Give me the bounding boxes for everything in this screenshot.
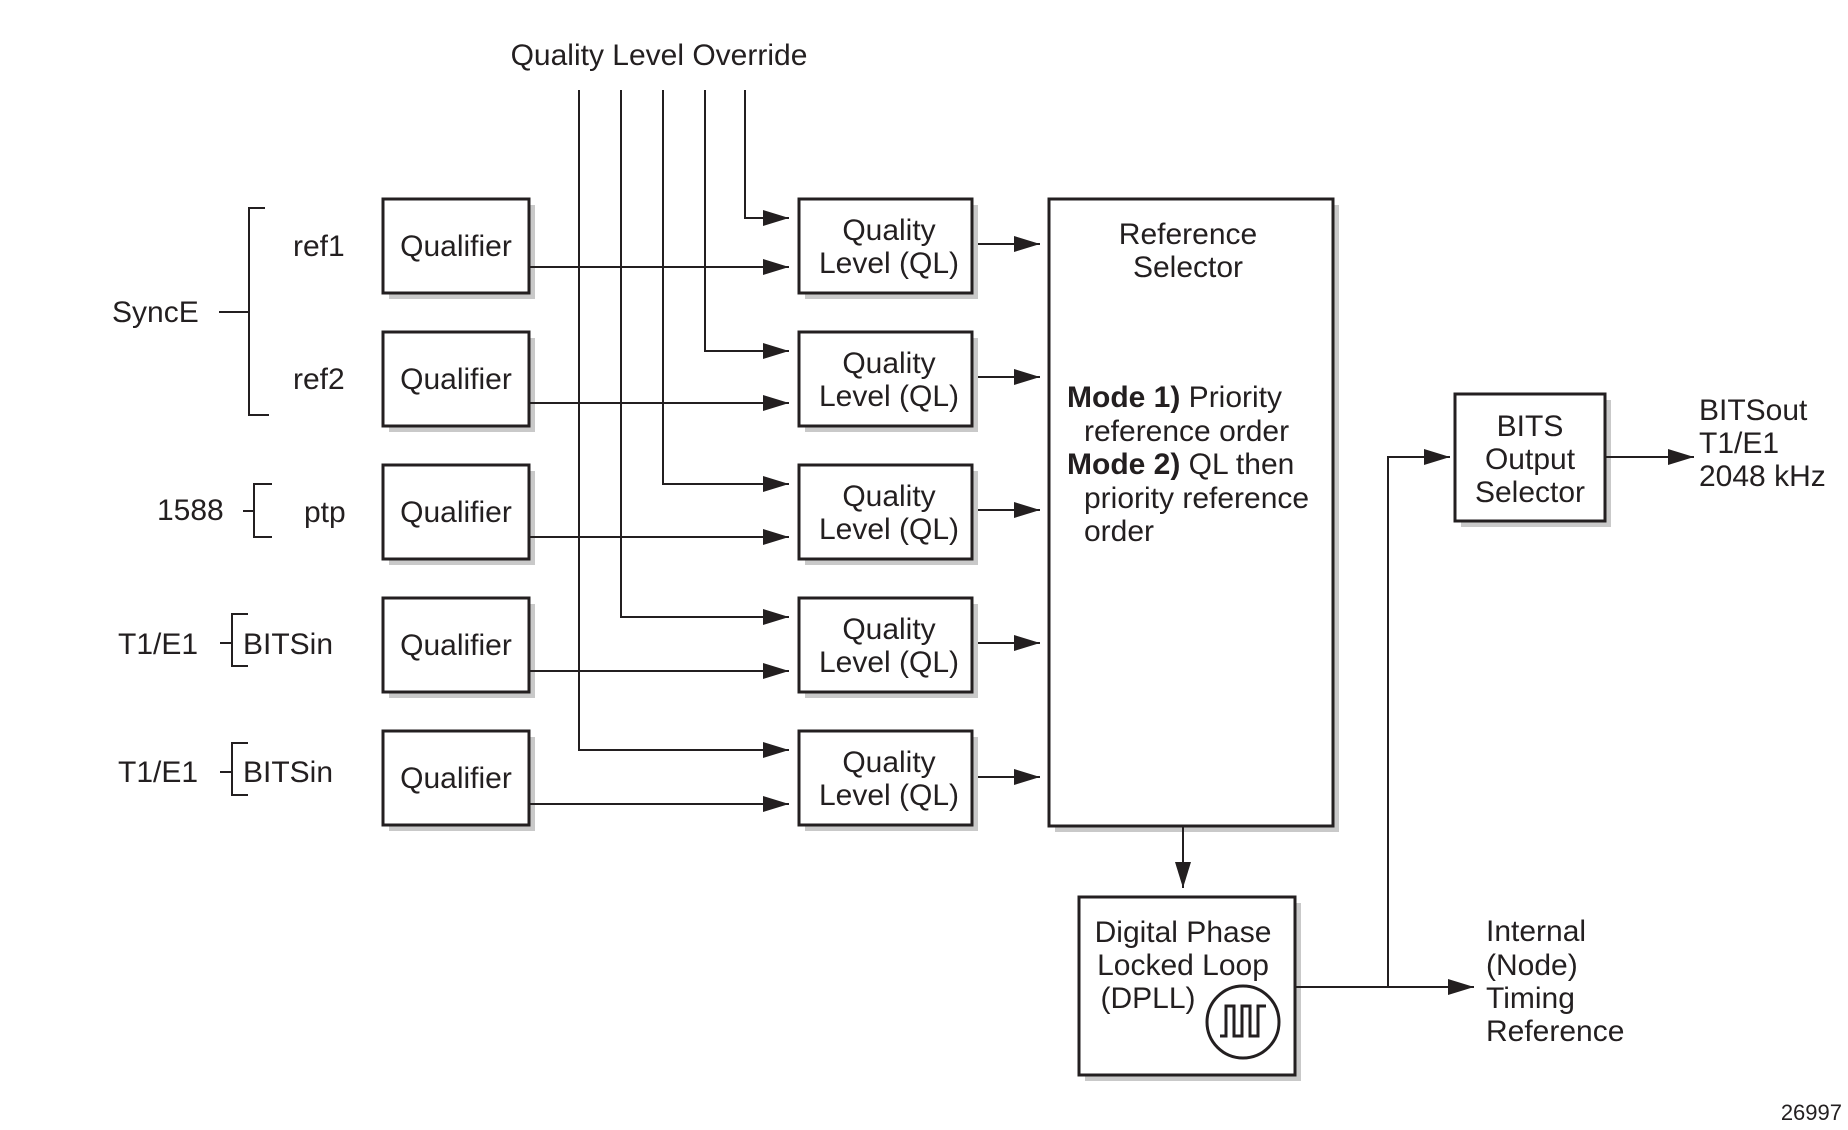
synce-label: SyncE [112, 296, 199, 329]
ql-label-line1: Quality [842, 480, 935, 513]
bitsout-line3: 2048 kHz [1699, 460, 1826, 493]
internal-timing-reference-label: Internal (Node) Timing Reference [1486, 915, 1624, 1048]
qualifier-label: Qualifier [400, 230, 512, 263]
bits-output-selector: BITS Output Selector [1453, 392, 1611, 527]
ql-box-1: Quality Level (QL) [797, 197, 978, 299]
internal-line2: (Node) [1486, 949, 1578, 982]
qualifier-box-bitsin-b: Qualifier [381, 729, 535, 831]
selector-mode2: Mode 2) QL then [1067, 448, 1294, 481]
dpll-box: Digital Phase Locked Loop (DPLL) [1077, 895, 1301, 1081]
ql-box-2: Quality Level (QL) [797, 330, 978, 432]
qualifier-box-bitsin-a: Qualifier [381, 596, 535, 698]
square-wave-icon [1205, 984, 1281, 1060]
qualifier-label: Qualifier [400, 629, 512, 662]
qualifier-box-ref2: Qualifier [381, 330, 535, 432]
bitsin-label-a: BITSin [243, 628, 333, 661]
ql-label-line2: Level (QL) [819, 646, 959, 679]
selector-mode1: Mode 1) Priority [1067, 381, 1282, 414]
ql-box-5: Quality Level (QL) [797, 729, 978, 831]
ql-label-line2: Level (QL) [819, 513, 959, 546]
ql-label-line2: Level (QL) [819, 247, 959, 280]
bitsout-label: BITSout T1/E1 2048 kHz [1699, 394, 1826, 493]
dpll-output-arrows [1295, 449, 1474, 995]
bits-output-line3: Selector [1475, 476, 1585, 509]
dpll-line1: Digital Phase [1095, 916, 1272, 949]
internal-line3: Timing [1486, 982, 1575, 1015]
qualifier-boxes: Qualifier Qualifier Qualifier Qualifier … [381, 197, 535, 831]
override-lines [578, 90, 789, 758]
ql-label-line1: Quality [842, 347, 935, 380]
qualifier-label: Qualifier [400, 762, 512, 795]
ql-label-line2: Level (QL) [819, 380, 959, 413]
ql-label-line1: Quality [842, 746, 935, 779]
ql-to-selector-arrows [978, 236, 1040, 785]
ql-box-4: Quality Level (QL) [797, 596, 978, 698]
ql-boxes: Quality Level (QL) Quality Level (QL) Qu… [797, 197, 978, 831]
ref1-label: ref1 [293, 230, 345, 263]
selector-mode2-line2: priority reference [1084, 482, 1309, 515]
ql-label-line2: Level (QL) [819, 779, 959, 812]
t1e1-label-a: T1/E1 [118, 628, 198, 661]
selector-mode2-line3: order [1084, 515, 1154, 548]
qualifier-to-ql-arrows [529, 259, 789, 812]
selector-mode1-line2: reference order [1084, 415, 1289, 448]
bitsout-line1: BITSout [1699, 394, 1808, 427]
ref2-label: ref2 [293, 363, 345, 396]
bits-output-line1: BITS [1497, 410, 1564, 443]
selector-title-line2: Selector [1133, 251, 1243, 284]
qualifier-box-ptp: Qualifier [381, 463, 535, 565]
dpll-line2: Locked Loop [1097, 949, 1269, 982]
qualifier-label: Qualifier [400, 363, 512, 396]
bitsin-brace-b [220, 742, 248, 796]
quality-level-override-label: Quality Level Override [511, 39, 808, 72]
ql-box-3: Quality Level (QL) [797, 463, 978, 565]
figure-number: 26997 [1781, 1100, 1842, 1125]
ptp-brace [243, 483, 272, 538]
bitsout-line2: T1/E1 [1699, 427, 1779, 460]
bitsin-label-b: BITSin [243, 756, 333, 789]
ptp-label: ptp [304, 496, 346, 529]
bitsin-brace-a [220, 613, 248, 667]
qualifier-box-ref1: Qualifier [381, 197, 535, 299]
source-labels: SyncE ref1 ref2 1588 ptp T1/E1 BITSin T1… [112, 207, 346, 796]
internal-line4: Reference [1486, 1015, 1624, 1048]
qualifier-label: Qualifier [400, 496, 512, 529]
ql-label-line1: Quality [842, 214, 935, 247]
reference-selector: Reference Selector Mode 1) Priority refe… [1047, 197, 1339, 832]
selector-title-line1: Reference [1119, 218, 1257, 251]
synce-brace [219, 207, 269, 416]
ql-label-line1: Quality [842, 613, 935, 646]
ptp-group-label: 1588 [157, 494, 224, 527]
dpll-line3: (DPLL) [1100, 982, 1195, 1015]
bits-output-line2: Output [1485, 443, 1576, 476]
internal-line1: Internal [1486, 915, 1586, 948]
t1e1-label-b: T1/E1 [118, 756, 198, 789]
